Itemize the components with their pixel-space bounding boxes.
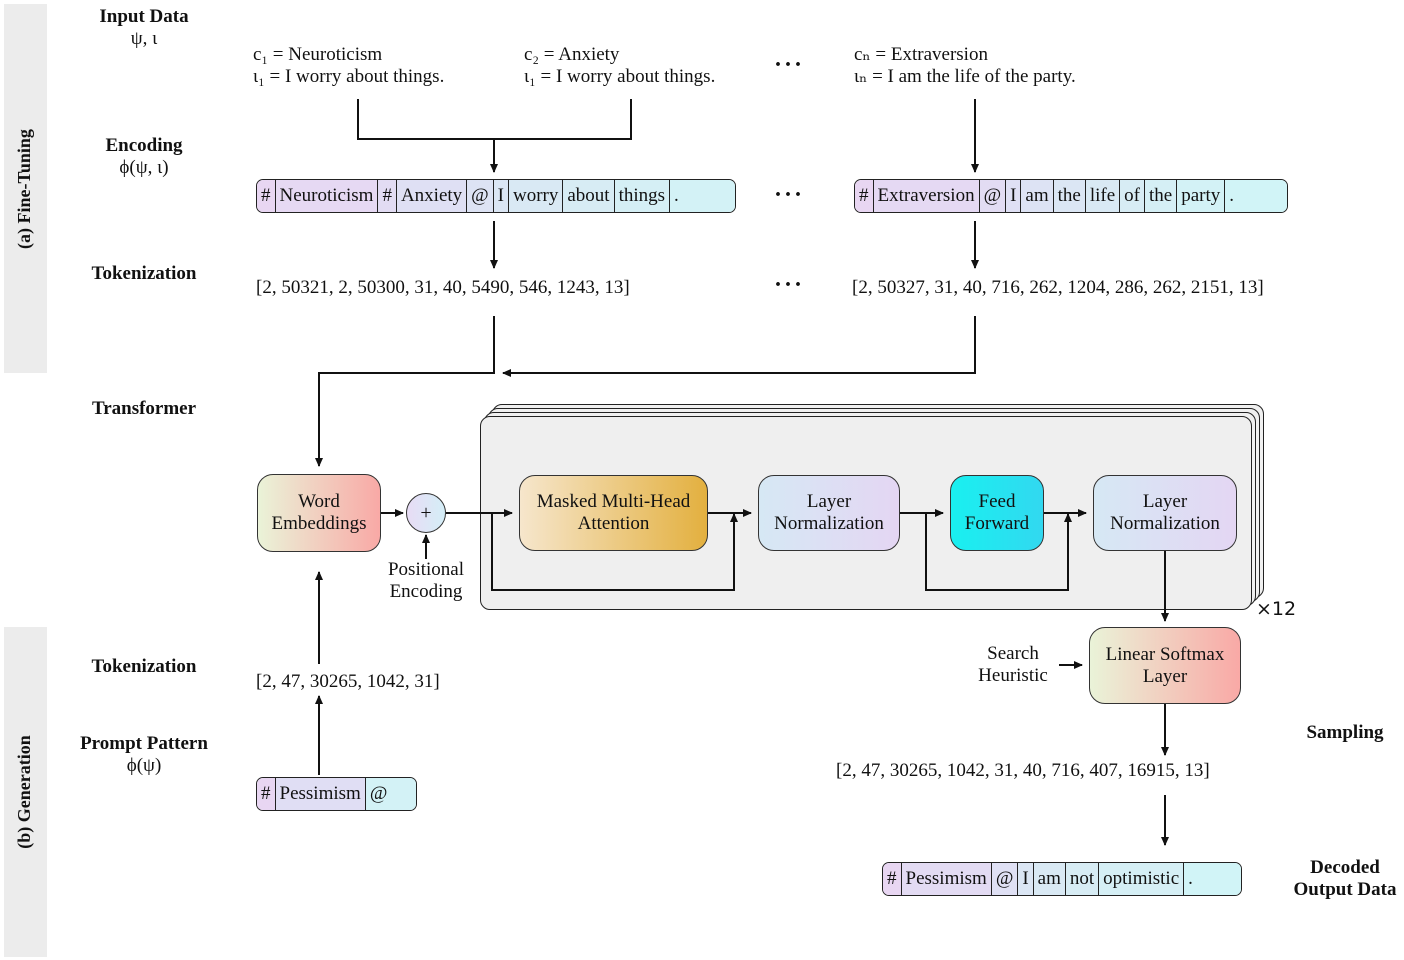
generation-token-ids: [2, 47, 30265, 1042, 31] [256, 671, 440, 692]
encoding-formula: ϕ(ψ, ι) [119, 157, 169, 178]
token-cell: worry [508, 180, 564, 212]
token-cell: of [1120, 180, 1145, 212]
token-cell: am [1021, 180, 1054, 212]
token-cell: . [1184, 863, 1241, 895]
linear-softmax-box: Linear Softmax Layer [1089, 627, 1241, 704]
repeat-count: ×12 [1256, 598, 1297, 620]
prompt-sequence: #Pessimism@ [256, 777, 417, 811]
token-cell: I [493, 180, 509, 212]
token-cell: the [1145, 180, 1178, 212]
input-2-category: c₂ = Anxiety [524, 44, 620, 65]
input-n-category: cₙ = Extraversion [854, 44, 988, 65]
ellipsis-tokens: ··· [774, 272, 805, 298]
token-cell: # [257, 778, 276, 810]
token-cell: Neuroticism [275, 180, 379, 212]
input-data-label: Input Data ψ, ι [44, 6, 244, 50]
input-data-symbols: ψ, ι [130, 28, 158, 49]
tokenization-label-b: Tokenization [91, 656, 197, 677]
layer-norm-box-2: Layer Normalization [1093, 475, 1237, 551]
token-ids-1: [2, 50321, 2, 50300, 31, 40, 5490, 546, … [256, 277, 630, 298]
token-cell: @ [467, 180, 494, 212]
token-cell: am [1033, 863, 1066, 895]
token-cell: Extraversion [873, 180, 980, 212]
sampled-token-ids: [2, 47, 30265, 1042, 31, 40, 716, 407, 1… [836, 760, 1210, 781]
token-cell: I [1018, 863, 1034, 895]
search-heuristic-label: Search Heuristic [978, 643, 1048, 686]
token-cell: I [1006, 180, 1022, 212]
word-embeddings-box: Word Embeddings [257, 474, 381, 552]
decoded-line1: Decoded [1310, 857, 1380, 878]
plus-node: + [406, 493, 446, 533]
token-cell: . [1225, 180, 1287, 212]
token-cell: @ [365, 778, 416, 810]
token-cell: about [563, 180, 615, 212]
token-ids-n: [2, 50327, 31, 40, 716, 262, 1204, 286, … [852, 277, 1264, 298]
generation-band [4, 627, 47, 957]
sampling-label: Sampling [1306, 722, 1384, 743]
ellipsis-encoding: ··· [774, 182, 805, 208]
token-cell: . [670, 180, 735, 212]
token-cell: life [1085, 180, 1121, 212]
token-cell: # [378, 180, 397, 212]
layer-norm-box-1: Layer Normalization [758, 475, 900, 551]
fine-tuning-band [4, 4, 47, 373]
token-cell: Anxiety [396, 180, 468, 212]
token-cell: Pessimism [275, 778, 366, 810]
prompt-pattern-formula: ϕ(ψ) [126, 755, 162, 776]
masked-attention-box: Masked Multi-Head Attention [519, 475, 708, 551]
input-n-item: ιₙ = I am the life of the party. [854, 66, 1076, 87]
token-cell: # [257, 180, 276, 212]
encoding-label: Encoding ϕ(ψ, ι) [44, 135, 244, 179]
plus-symbol: + [420, 501, 432, 524]
positional-encoding-label: Positional Encoding [387, 559, 464, 602]
ellipsis-inputs: ··· [774, 52, 805, 78]
decoded-line2: Output Data [1293, 879, 1397, 900]
token-cell: the [1053, 180, 1086, 212]
token-cell: Pessimism [901, 863, 992, 895]
token-cell: @ [979, 180, 1007, 212]
token-cell: optimistic [1099, 863, 1185, 895]
prompt-pattern-label: Prompt Pattern ϕ(ψ) [44, 733, 244, 777]
token-cell: not [1065, 863, 1100, 895]
input-1-category: c₁ = Neuroticism [253, 44, 383, 65]
input-2-item: ι₁ = I worry about things. [524, 66, 716, 87]
feed-forward-box: Feed Forward [950, 475, 1044, 551]
token-cell: @ [991, 863, 1019, 895]
tokenization-label-a: Tokenization [91, 263, 197, 284]
token-cell: party [1177, 180, 1226, 212]
token-cell: things [614, 180, 671, 212]
decoded-output-label: Decoded Output Data [1245, 857, 1404, 901]
token-cell: # [855, 180, 874, 212]
transformer-label: Transformer [91, 398, 197, 419]
token-cell: # [883, 863, 902, 895]
input-1-item: ι₁ = I worry about things. [253, 66, 445, 87]
